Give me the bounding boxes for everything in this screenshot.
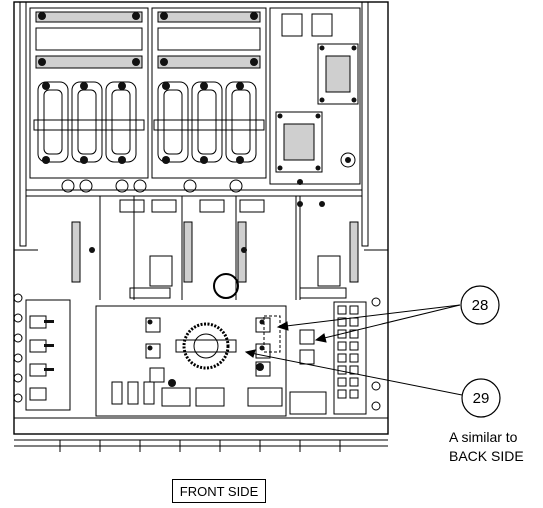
similar-note-line1: A similar to	[449, 429, 518, 445]
similar-note: A similar to BACK SIDE	[449, 428, 524, 466]
contactor-panel	[269, 7, 361, 185]
cabinet-frame	[13, 1, 389, 452]
terminal-row	[61, 179, 243, 193]
right-terminal-block	[333, 297, 381, 415]
reactor-module-left	[29, 7, 149, 179]
reactor-module-right	[151, 7, 267, 179]
similar-note-line2: BACK SIDE	[449, 448, 524, 464]
left-terminal-strip	[13, 293, 71, 411]
lower-control-board	[95, 305, 327, 417]
front-side-label: FRONT SIDE	[179, 483, 259, 499]
callout-28-number: 28	[472, 297, 489, 314]
callout-28: 28	[460, 285, 500, 325]
middle-busbar-area	[71, 196, 359, 300]
callout-leader-lines	[244, 304, 463, 396]
callout-29: 29	[461, 378, 501, 418]
callout-29-number: 29	[473, 390, 490, 407]
front-side-caption: FRONT SIDE	[172, 479, 266, 503]
